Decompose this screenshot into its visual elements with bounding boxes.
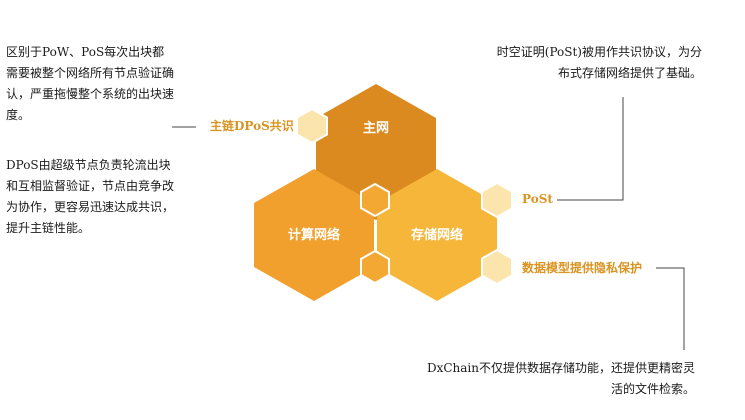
small-hex-post [481, 181, 513, 219]
connector-right-top [557, 97, 624, 201]
small-hex-privacy [481, 248, 513, 286]
note-pow-pos: 区别于PoW、PoS每次出块都需要被整个网络所有节点验证确认，严重拖慢整个系统的… [6, 45, 175, 122]
small-hex-center-top [360, 182, 390, 218]
small-hex-center-bottom [360, 249, 390, 285]
hexagon-storage-net-label: 存储网络 [411, 227, 463, 243]
hexagon-main-net [316, 84, 436, 220]
small-hex-main-chain [296, 107, 328, 145]
hexagon-main-net-label: 主网 [363, 120, 389, 136]
note-post: 时空证明(PoSt)被用作共识协议，为分布式存储网络提供了基础。 [496, 45, 702, 80]
note-dxchain: DxChain不仅提供数据存储功能，还提供更精密灵活的文件检索。 [426, 361, 695, 396]
label-post: PoSt [522, 192, 553, 206]
hexagon-compute-net-label: 计算网络 [288, 227, 340, 243]
label-main-chain-dpos: 主链DPoS共识 [210, 119, 294, 133]
hexagon-storage-net [377, 169, 497, 301]
note-dpos: DPoS由超级节点负责轮流出块和互相监督验证，节点由竞争改为协作，更容易迅速达成… [6, 158, 175, 235]
hexagon-compute-net [254, 169, 374, 301]
label-privacy: 数据模型提供隐私保护 [522, 261, 643, 275]
connector-right-bottom [656, 267, 685, 350]
